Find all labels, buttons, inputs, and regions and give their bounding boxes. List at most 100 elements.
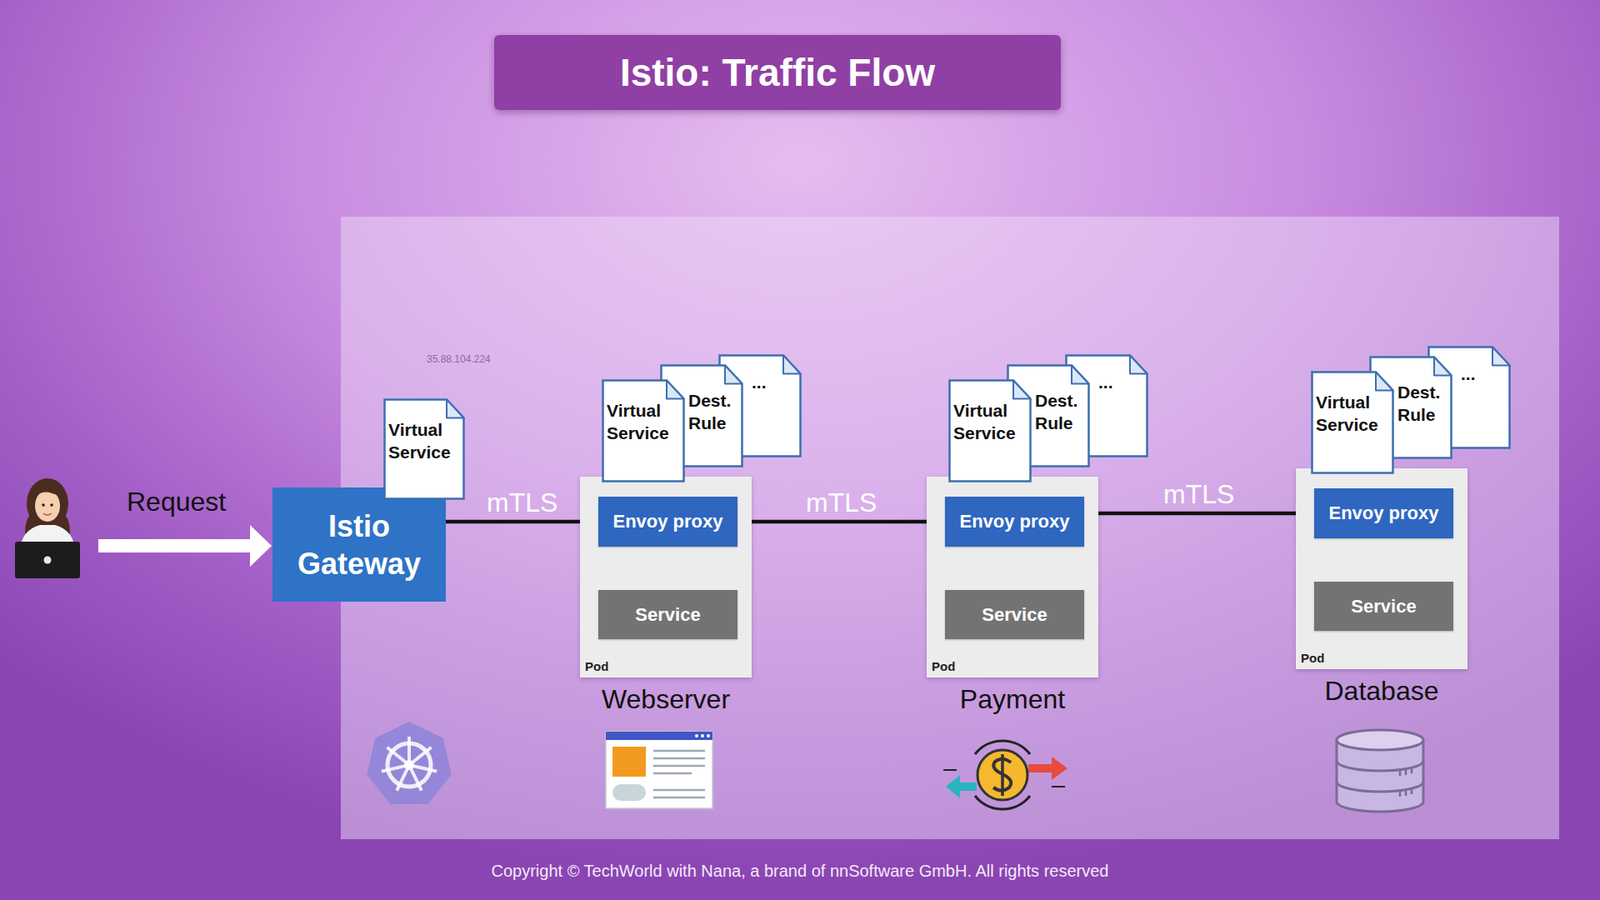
gateway-box: Istio Gateway bbox=[272, 487, 446, 602]
service-box: Service bbox=[1314, 581, 1454, 631]
database-icon-part-part bbox=[1405, 770, 1408, 775]
document-fold bbox=[1130, 355, 1148, 375]
pod-label: Pod bbox=[585, 659, 609, 674]
kubernetes-logo bbox=[366, 721, 451, 805]
document-outline bbox=[1066, 355, 1148, 457]
edge-label: mTLS bbox=[805, 487, 877, 519]
webpage-icon-part bbox=[695, 734, 699, 738]
pod-box: PodPaymentEnvoy proxyService bbox=[926, 476, 1099, 678]
payment-icon-part bbox=[943, 769, 957, 771]
payment-icon-part bbox=[993, 759, 1011, 791]
document-fold bbox=[783, 355, 801, 375]
document-fold bbox=[1492, 347, 1510, 366]
document-text: Virtual Service bbox=[1315, 390, 1390, 437]
edge-label: mTLS bbox=[1163, 479, 1235, 510]
webpage-icon-part bbox=[706, 734, 710, 738]
edge-label: mTLS bbox=[486, 487, 558, 519]
database-icon-part-part bbox=[1399, 770, 1402, 776]
document-text: Virtual Service bbox=[388, 418, 461, 465]
webpage-icon-part-part bbox=[653, 772, 692, 775]
document-text: Virtual Service bbox=[606, 399, 681, 445]
request-arrow-part bbox=[98, 539, 252, 553]
database-icon-part-part bbox=[1410, 768, 1414, 774]
kubernetes-logo-part bbox=[366, 721, 451, 805]
cluster-panel bbox=[340, 216, 1560, 840]
request-label: Request bbox=[126, 486, 226, 518]
payment-icon-part bbox=[945, 775, 977, 799]
pod-label: Pod bbox=[1300, 650, 1325, 665]
document-outline bbox=[385, 400, 465, 500]
config-document: Virtual Service bbox=[1310, 370, 1395, 475]
box-text: Service bbox=[635, 604, 700, 626]
document-outline bbox=[1008, 365, 1090, 467]
payment-icon bbox=[943, 740, 1068, 810]
proxy-box: Envoy proxy bbox=[945, 496, 1085, 547]
user-icon-part bbox=[35, 490, 60, 522]
component-name: Webserver bbox=[530, 684, 802, 715]
user-icon-part bbox=[50, 503, 54, 507]
proxy-box: Envoy proxy bbox=[598, 496, 738, 547]
box-text: Service bbox=[981, 604, 1047, 626]
service-box: Service bbox=[598, 590, 738, 640]
box-text: Istio Gateway bbox=[285, 507, 433, 583]
document-text: Dest. Rule bbox=[1035, 389, 1087, 435]
copyright-caption: Copyright © TechWorld with Nana, a brand… bbox=[0, 861, 1600, 881]
service-box: Service bbox=[945, 590, 1085, 640]
connector-line bbox=[445, 520, 587, 525]
webpage-icon-part bbox=[605, 731, 713, 809]
database-icon bbox=[1336, 730, 1424, 812]
user-icon-part bbox=[35, 489, 60, 499]
user-icon-part bbox=[43, 513, 52, 515]
user-icon-part bbox=[44, 556, 52, 565]
webpage-icon-part bbox=[653, 750, 705, 798]
config-document: Virtual Service bbox=[383, 398, 465, 500]
proxy-box: Envoy proxy bbox=[1314, 488, 1454, 539]
database-icon-part bbox=[1336, 760, 1424, 771]
database-icon-part-part bbox=[1410, 789, 1414, 795]
box-text: Envoy proxy bbox=[1328, 502, 1439, 525]
payment-icon-part bbox=[977, 750, 1028, 800]
box-text: Service bbox=[1350, 595, 1416, 618]
document-outline bbox=[661, 365, 743, 467]
config-document: Virtual Service bbox=[948, 379, 1032, 483]
database-icon-part-part bbox=[1405, 790, 1408, 796]
user-icon bbox=[15, 478, 80, 579]
webpage-icon-part-part bbox=[653, 765, 705, 768]
watermark-text: 35.88.104.224 bbox=[426, 353, 491, 365]
request-arrow bbox=[98, 525, 272, 567]
webpage-icon-part-part bbox=[653, 796, 705, 800]
document-text: Dest. Rule bbox=[688, 389, 740, 435]
document-outline bbox=[1370, 357, 1452, 459]
document-text: Dest. Rule bbox=[1397, 380, 1450, 427]
document-text: ... bbox=[1460, 362, 1508, 385]
document-text: ... bbox=[751, 370, 799, 394]
pod-label: Pod bbox=[931, 659, 955, 674]
webpage-icon-part-part bbox=[653, 757, 705, 760]
payment-icon-part bbox=[1028, 756, 1068, 780]
document-outline bbox=[1429, 347, 1510, 449]
kubernetes-logo-part-part bbox=[386, 747, 410, 765]
title-text: Istio: Traffic Flow bbox=[620, 50, 935, 95]
payment-icon-part bbox=[1051, 785, 1065, 788]
kubernetes-logo-part-part bbox=[381, 765, 410, 772]
pod-box: PodDatabaseEnvoy proxyService bbox=[1295, 468, 1468, 670]
user-icon-part bbox=[41, 503, 45, 507]
database-icon-part bbox=[1400, 768, 1412, 797]
connector-line bbox=[1084, 511, 1303, 516]
webpage-icon-part-part bbox=[653, 750, 705, 753]
document-text: ... bbox=[1098, 370, 1145, 394]
user-icon-part bbox=[15, 541, 80, 579]
webpage-icon-part bbox=[605, 731, 713, 740]
kubernetes-logo-part-part bbox=[409, 765, 422, 791]
config-document: Virtual Service bbox=[601, 379, 685, 483]
document-fold bbox=[446, 400, 465, 419]
webpage-icon-part bbox=[612, 746, 646, 777]
pod-box: PodWebserverEnvoy proxyService bbox=[580, 476, 752, 678]
document-outline bbox=[603, 380, 685, 482]
database-icon-part bbox=[1336, 730, 1424, 750]
database-icon-part bbox=[1336, 781, 1424, 792]
document-text: Virtual Service bbox=[953, 399, 1028, 445]
component-name: Payment bbox=[876, 684, 1149, 715]
document-outline bbox=[950, 380, 1031, 482]
